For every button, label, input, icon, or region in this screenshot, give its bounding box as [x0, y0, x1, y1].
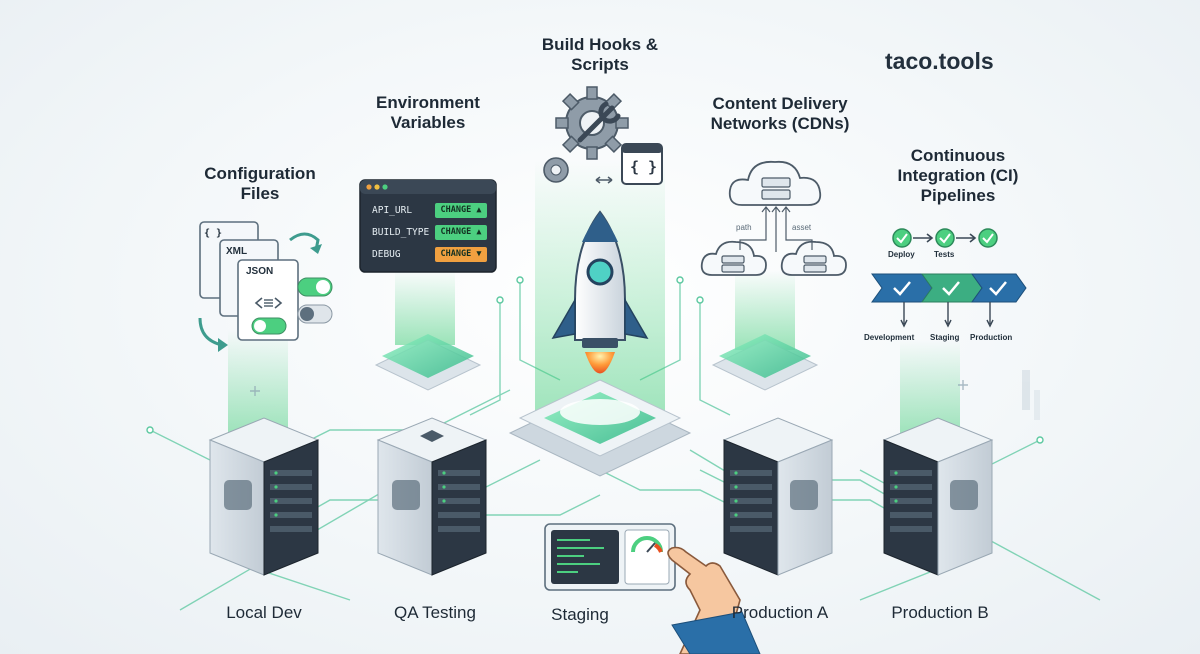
- doc-label-braces: { }: [204, 228, 223, 239]
- env-row-build-type: BUILD_TYPE CHANGE ▲: [368, 224, 490, 241]
- section-label-line: Environment: [376, 93, 480, 112]
- env-row-debug: DEBUG CHANGE ▼: [368, 246, 490, 263]
- staging-console-icon: [544, 523, 676, 591]
- circuit-nodes: [146, 276, 1044, 444]
- code-badge-icon: [595, 143, 663, 185]
- env-key: BUILD_TYPE: [372, 227, 430, 238]
- server-tower: [882, 417, 994, 576]
- up-arrow-icon: ▲: [476, 205, 482, 215]
- ci-label-tests: Tests: [934, 250, 955, 259]
- cdn-links: [739, 206, 813, 252]
- doc-label-xml: XML: [226, 246, 248, 257]
- change-button[interactable]: CHANGE ▲: [435, 225, 487, 240]
- launch-platform: [508, 379, 692, 477]
- ci-label-development: Development: [864, 333, 915, 342]
- section-label-line: Variables: [390, 113, 466, 133]
- tier-label-production-a: Production A: [731, 603, 829, 622]
- change-label: CHANGE: [440, 205, 472, 215]
- section-label-env-vars: Environment Variables: [358, 93, 498, 133]
- down-arrow-icon: ▼: [476, 249, 482, 259]
- section-label-line: Build Hooks &: [541, 35, 659, 54]
- ci-label-staging: Staging: [930, 333, 960, 342]
- section-label-line: Files: [240, 184, 280, 204]
- section-label-cdn: Content Delivery Networks (CDNs): [700, 94, 860, 134]
- tier-label-qa-testing: QA Testing: [394, 603, 476, 622]
- doc-label-json: JSON: [246, 266, 274, 277]
- sparkles: [250, 370, 1040, 420]
- platform-cdn: [711, 334, 819, 391]
- env-key: API_URL: [372, 205, 413, 216]
- server-tower: [722, 417, 834, 576]
- section-label-line: Integration (CI): [897, 166, 1019, 186]
- server-tower: [208, 417, 320, 576]
- tier-label-local-dev: Local Dev: [226, 603, 302, 622]
- tier-label-production-b: Production B: [891, 603, 989, 622]
- env-key: DEBUG: [372, 249, 401, 260]
- cdn-tag-asset: asset: [792, 223, 812, 232]
- gear-icon: [543, 86, 629, 183]
- change-label: CHANGE: [440, 249, 472, 259]
- code-badge-text: { }: [630, 158, 658, 176]
- section-label-line: Networks (CDNs): [710, 114, 850, 134]
- section-label-ci: Continuous Integration (CI) Pipelines: [870, 146, 1046, 206]
- env-row-api-url: API_URL CHANGE ▲: [368, 202, 490, 219]
- section-label-line: Content Delivery: [712, 94, 848, 113]
- platform-env: [374, 334, 482, 391]
- change-button[interactable]: CHANGE ▲: [435, 203, 487, 218]
- section-label-line: Configuration: [204, 164, 316, 183]
- config-files-icon: [198, 221, 333, 352]
- change-button[interactable]: CHANGE ▼: [435, 247, 487, 262]
- ci-pipeline-icon: [871, 228, 1027, 328]
- cdn-tag-path: path: [736, 223, 752, 232]
- section-label-line: Pipelines: [920, 186, 996, 206]
- ci-label-production: Production: [970, 333, 1013, 342]
- server-tower: [376, 417, 488, 576]
- pointing-hand-icon: [667, 546, 761, 654]
- change-label: CHANGE: [440, 227, 472, 237]
- section-label-build-hooks: Build Hooks & Scripts: [520, 35, 680, 75]
- ci-label-deploy: Deploy: [888, 250, 915, 259]
- brand-logo-text: taco.tools: [885, 48, 994, 74]
- cdn-server-stacks: [721, 177, 827, 273]
- section-label-config-files: Configuration Files: [190, 164, 330, 204]
- section-label-line: Scripts: [571, 55, 629, 75]
- tier-label-staging: Staging: [551, 605, 609, 624]
- rocket-icon: [551, 210, 649, 374]
- section-label-line: Continuous: [910, 146, 1006, 165]
- up-arrow-icon: ▲: [476, 227, 482, 237]
